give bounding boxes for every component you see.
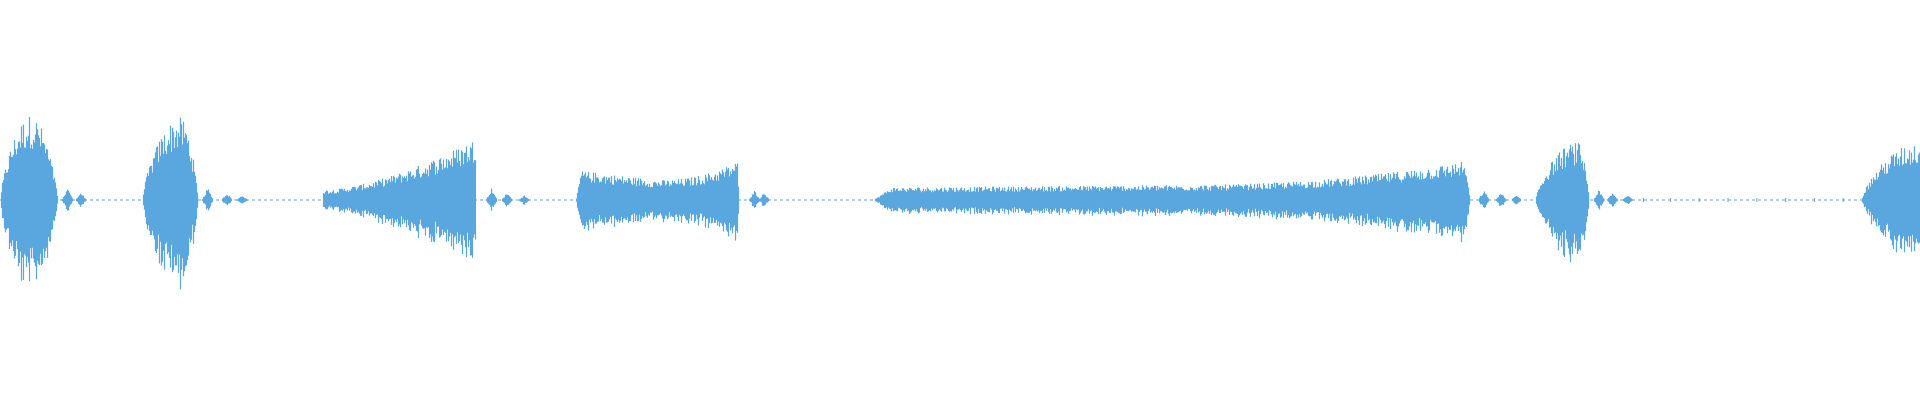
waveform-layer bbox=[0, 117, 1920, 290]
waveform-signal bbox=[0, 117, 1920, 290]
